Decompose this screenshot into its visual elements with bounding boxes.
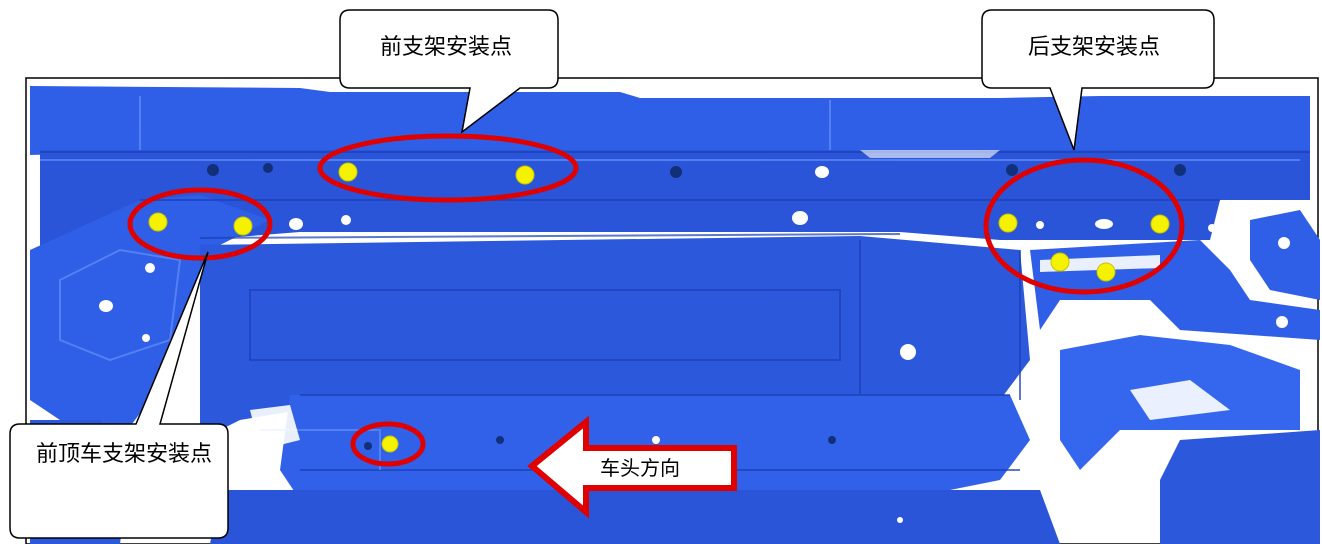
mounting-point-marker-icon	[338, 162, 358, 182]
center-panel	[200, 236, 1030, 440]
right-bottom-block	[1160, 430, 1320, 544]
callout-bubble-icon	[339, 9, 559, 134]
highlight-ellipses	[127, 133, 1185, 467]
arrow-left-icon	[527, 415, 737, 519]
mounting-point-marker-icon	[515, 165, 535, 185]
mounting-point-marker-icon	[381, 435, 399, 453]
scan-holes	[99, 150, 1290, 523]
callout-bubble-icon	[981, 9, 1215, 151]
mounting-point-marker-icon	[233, 216, 253, 236]
mounting-point-marker-icon	[998, 213, 1018, 233]
left-panel	[30, 195, 270, 440]
ellipse-front-bracket	[317, 133, 579, 203]
callout-bubble-icon	[9, 251, 229, 539]
right-far-bracket	[1250, 210, 1320, 300]
mounting-point-marker-icon	[148, 212, 168, 232]
mounting-point-marker-icon	[1150, 214, 1170, 234]
ellipse-front-roof-top	[127, 187, 273, 261]
mounting-markers	[148, 162, 1170, 453]
bottom-strip	[210, 490, 1060, 544]
dark-holes	[207, 163, 1186, 450]
mounting-point-marker-icon	[1096, 262, 1116, 282]
ellipse-rear-bracket	[983, 157, 1185, 295]
roof-rail-top	[30, 86, 1310, 155]
ellipse-front-roof-bottom	[350, 421, 426, 467]
mounting-point-marker-icon	[1050, 252, 1070, 272]
